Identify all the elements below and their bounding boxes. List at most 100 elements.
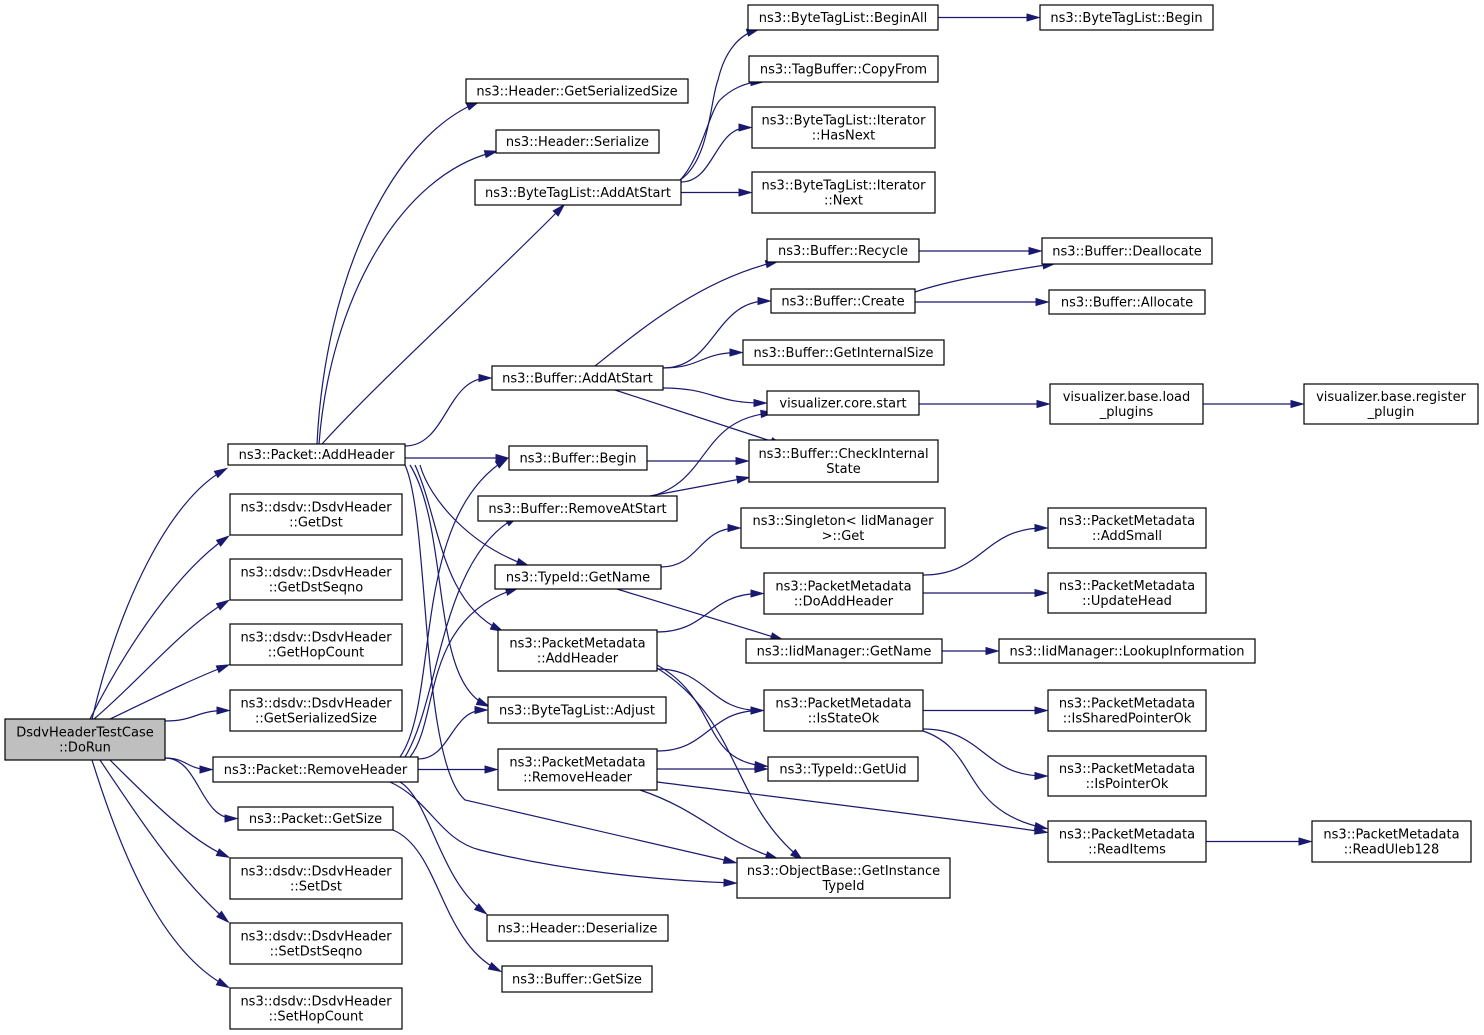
call-edge-pm_doaddheader-to-pm_addsmall [922,523,1049,576]
call-edge-pm_removeheader-to-pm_isstateok [656,706,765,752]
node-box [748,439,939,483]
node-hdr-serialize[interactable]: ns3::Header::Serialize [495,129,660,154]
node-pm-isstateok[interactable]: ns3::PacketMetadata::IsStateOk [763,689,924,732]
node-singleton-get[interactable]: ns3::Singleton< IidManager>::Get [740,507,946,549]
node-box [1047,689,1207,732]
function-nodes: DsdvHeaderTestCase::DoRun ns3::Packet::Ad… [4,4,1479,1030]
node-tagbuf-copyfrom[interactable]: ns3::TagBuffer::CopyFrom [748,55,939,83]
node-box [1041,237,1213,265]
node-vis-base-register-plugin[interactable]: visualizer.base.register_plugin [1303,383,1479,425]
node-pm-readuleb128[interactable]: ns3::PacketMetadata::ReadUleb128 [1311,820,1472,863]
node-dsdv-setdst[interactable]: ns3::dsdv::DsdvHeader::SetDst [229,857,403,900]
node-box [751,106,936,149]
node-buf-recycle[interactable]: ns3::Buffer::Recycle [766,238,920,263]
node-label-line: ns3::ByteTagList::Adjust [499,704,655,719]
node-pm-readitems[interactable]: ns3::PacketMetadata::ReadItems [1047,820,1207,863]
node-box [508,445,648,471]
node-pm-addheader[interactable]: ns3::PacketMetadata::AddHeader [497,629,658,672]
call-edge-root-to-dsdv_getserializedsize [164,706,231,722]
call-edge-pm_addheader-to-typeid_getuid [656,664,769,770]
call-edge-root-to-dsdv_getdst [89,535,230,720]
node-label-line: ns3::ObjectBase::GetInstance [747,864,940,879]
node-label-line: ::HasNext [812,129,876,144]
node-typeid-getname[interactable]: ns3::TypeId::GetName [494,564,662,590]
call-edge-root-to-pkt_addheader [91,467,229,720]
node-buf-removeatstart[interactable]: ns3::Buffer::RemoveAtStart [477,495,678,522]
node-label-line: ns3::Header::Deserialize [498,922,658,937]
node-iidmgr-lookupinformation[interactable]: ns3::IidManager::LookupInformation [998,638,1256,664]
node-box [1047,755,1207,797]
node-vis-base-load-plugins[interactable]: visualizer.base.load_plugins [1049,383,1204,425]
node-pkt-getsize[interactable]: ns3::Packet::GetSize [237,806,394,831]
node-buf-deallocate[interactable]: ns3::Buffer::Deallocate [1041,237,1213,265]
node-btl-it-next[interactable]: ns3::ByteTagList::Iterator::Next [751,171,936,214]
node-box [1047,820,1207,863]
node-btl-it-hasnext[interactable]: ns3::ByteTagList::Iterator::HasNext [751,106,936,149]
arrowhead-icon [475,697,491,707]
arrowhead-icon [1028,246,1043,256]
edge-line [91,759,227,987]
node-buf-allocate[interactable]: ns3::Buffer::Allocate [1048,289,1206,315]
node-root[interactable]: DsdvHeaderTestCase::DoRun [4,718,166,761]
node-buf-addatstart[interactable]: ns3::Buffer::AddAtStart [491,365,664,391]
node-btl-addatstart[interactable]: ns3::ByteTagList::AddAtStart [474,179,682,206]
edge-line [922,730,1045,829]
node-pm-addsmall[interactable]: ns3::PacketMetadata::AddSmall [1047,507,1207,549]
arrowhead-icon [723,878,738,887]
node-label-line: ns3::PacketMetadata [1323,828,1459,843]
node-dsdv-setdstseqno[interactable]: ns3::dsdv::DsdvHeader::SetDstSeqno [229,922,403,965]
node-typeid-getuid[interactable]: ns3::TypeId::GetUid [767,756,919,782]
call-edge-root-to-dsdv_getdstseqno [93,599,231,720]
node-dsdv-getdstseqno[interactable]: ns3::dsdv::DsdvHeader::GetDstSeqno [229,558,403,601]
call-edge-buf_addatstart-to-vis_core_start [662,387,768,408]
node-label-line: >::Get [822,529,865,544]
node-box [770,288,916,314]
node-pm-issharedpointerok[interactable]: ns3::PacketMetadata::IsSharedPointerOk [1047,689,1207,732]
node-label-line: ns3::ByteTagList::Iterator [762,114,927,129]
edge-line [91,469,225,720]
node-pm-doaddheader[interactable]: ns3::PacketMetadata::DoAddHeader [763,572,924,615]
node-label-line: ::AddHeader [537,652,619,667]
node-dsdv-getdst[interactable]: ns3::dsdv::DsdvHeader::GetDst [229,493,403,536]
arrowhead-icon [474,705,489,715]
node-dsdv-getserializedsize[interactable]: ns3::dsdv::DsdvHeader::GetSerializedSize [229,689,403,732]
node-label-line: ns3::IidManager::GetName [757,645,932,660]
node-buf-begin[interactable]: ns3::Buffer::Begin [508,445,648,471]
node-btl-adjust[interactable]: ns3::ByteTagList::Adjust [487,696,667,724]
call-edge-pm_removeheader-to-typeid_getuid [656,764,769,774]
node-label-line: ::SetDst [290,880,342,895]
node-hdr-deserialize[interactable]: ns3::Header::Deserialize [486,914,669,942]
node-vis-core-start[interactable]: visualizer.core.start [766,390,920,416]
node-btl-begin[interactable]: ns3::ByteTagList::Begin [1039,4,1214,31]
edge-line [417,709,485,760]
arrowhead-icon [487,961,503,973]
edge-line [399,459,506,758]
node-label-line: TypeId [822,879,865,894]
node-pm-updatehead[interactable]: ns3::PacketMetadata::UpdateHead [1047,572,1207,614]
node-dsdv-sethopcount[interactable]: ns3::dsdv::DsdvHeader::SetHopCount [229,987,403,1030]
node-pm-ispointerok[interactable]: ns3::PacketMetadata::IsPointerOk [1047,755,1207,797]
node-label-line: ::SetDstSeqno [270,945,363,960]
node-buf-getsize[interactable]: ns3::Buffer::GetSize [501,965,653,993]
call-edge-vis_base_load_plugins-to-vis_base_register_plugin [1202,399,1305,409]
node-buf-getinternalsize[interactable]: ns3::Buffer::GetInternalSize [742,339,945,366]
node-pm-removeheader[interactable]: ns3::PacketMetadata::RemoveHeader [497,748,658,791]
node-label-line: ns3::Buffer::Deallocate [1052,245,1201,260]
node-btl-beginall[interactable]: ns3::ByteTagList::BeginAll [747,4,939,31]
node-iidmgr-getname[interactable]: ns3::IidManager::GetName [745,638,943,664]
node-pkt-addheader[interactable]: ns3::Packet::AddHeader [227,443,406,466]
arrowhead-icon [1298,837,1313,846]
call-edge-pkt_addheader-to-btl_adjust [409,464,491,707]
node-box [474,179,682,206]
arrowhead-icon [215,599,231,611]
node-hdr-getserializedsize[interactable]: ns3::Header::GetSerializedSize [465,78,689,104]
node-box [766,238,920,263]
node-pkt-removeheader[interactable]: ns3::Packet::RemoveHeader [212,756,419,783]
edge-line [409,588,516,758]
node-dsdv-gethopcount[interactable]: ns3::dsdv::DsdvHeader::GetHopCount [229,623,403,666]
node-buf-create[interactable]: ns3::Buffer::Create [770,288,916,314]
call-edge-pm_addheader-to-pm_doaddheader [656,589,765,633]
